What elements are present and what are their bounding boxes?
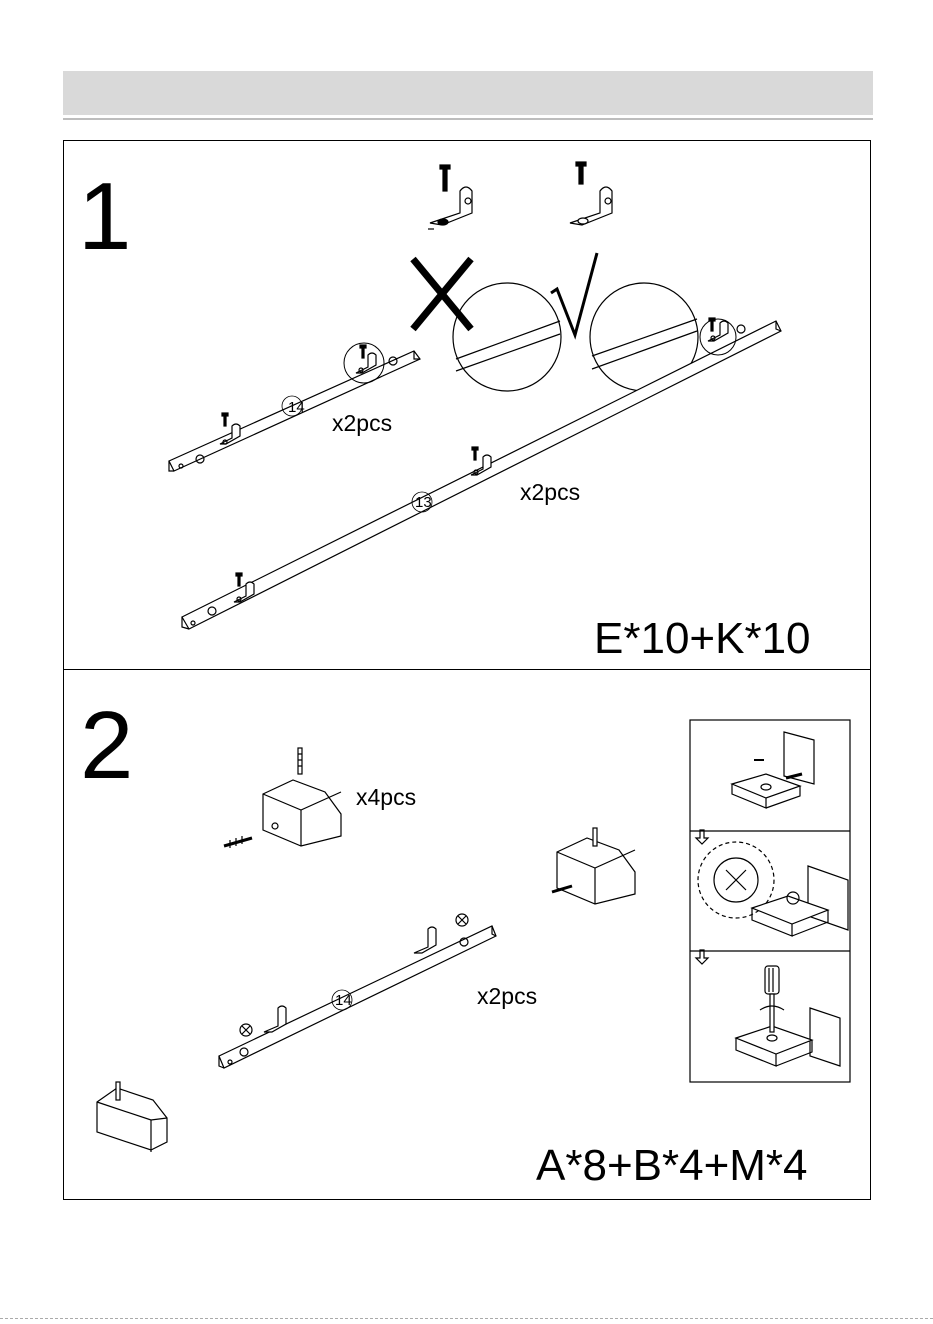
rail-13-label: 13 (415, 495, 432, 510)
bracket-icon (430, 187, 472, 225)
rail-14-label: 14 (288, 400, 305, 415)
rail-14 (219, 914, 496, 1068)
step-1-parts-list: E*10+K*10 (594, 617, 811, 661)
cam-lock-icon (240, 1024, 252, 1036)
screw-icon (224, 836, 252, 848)
screw-icon (440, 165, 450, 191)
screw-icon (222, 413, 228, 426)
page-bottom-edge (0, 1318, 933, 1319)
leg-quantity: x4pcs (356, 786, 416, 809)
wrong-detail-circle (428, 165, 561, 391)
leg-block (97, 1082, 167, 1152)
step-1-panel: 1 (63, 140, 871, 670)
rail-14-label: 14 (335, 993, 352, 1008)
bracket-icon (414, 927, 436, 953)
wrong-mark (413, 259, 471, 329)
screw-icon (576, 162, 586, 184)
screw-icon (360, 345, 366, 358)
leg-block (224, 748, 341, 848)
screw-icon (236, 573, 242, 586)
rail-13-quantity: x2pcs (520, 481, 580, 504)
header-divider (63, 118, 873, 120)
step-1-illustration (64, 141, 872, 671)
rail-14-quantity: x2pcs (332, 412, 392, 435)
leg-block (552, 828, 635, 904)
rail-quantity: x2pcs (477, 985, 537, 1008)
screw-icon (593, 828, 597, 846)
step-2-parts-list: A*8+B*4+M*4 (536, 1144, 808, 1188)
screw-icon (116, 1082, 120, 1100)
cam-lock-icon (456, 914, 468, 926)
step-2-panel: 2 (63, 669, 871, 1200)
screw-icon (298, 748, 302, 774)
step-2-illustration (64, 670, 872, 1201)
header-bar (63, 71, 873, 115)
screw-icon (472, 447, 478, 460)
bracket-icon (570, 187, 612, 225)
